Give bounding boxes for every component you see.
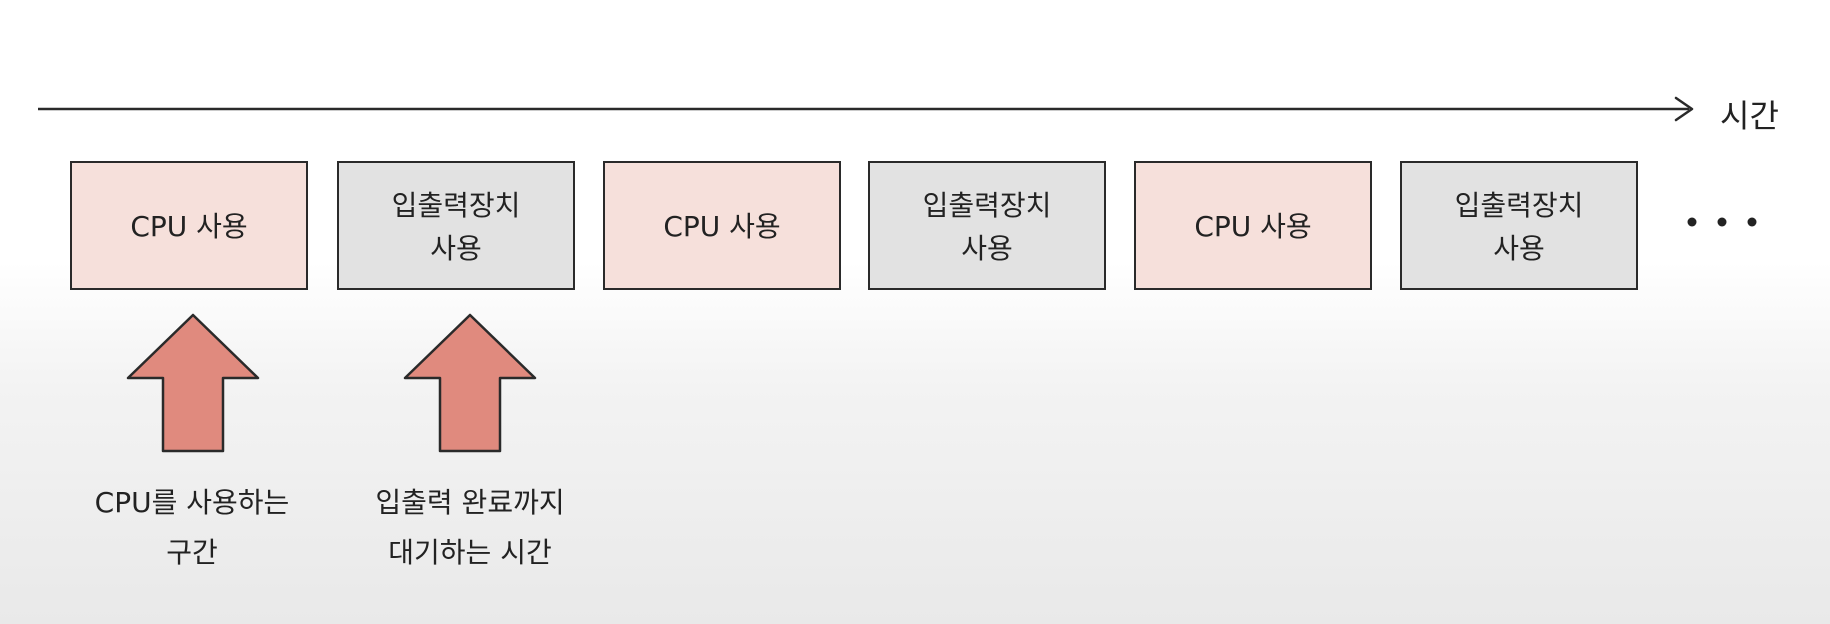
block-label: 입출력장치 사용 <box>922 188 1052 265</box>
io-usage-block: 입출력장치 사용 <box>1400 161 1638 290</box>
io-usage-block: 입출력장치 사용 <box>337 161 575 290</box>
block-label: CPU 사용 <box>130 210 248 243</box>
timeline-axis <box>38 96 1694 122</box>
io-usage-block: 입출력장치 사용 <box>868 161 1106 290</box>
up-arrow-icon <box>403 313 537 453</box>
block-label: CPU 사용 <box>663 210 781 243</box>
cpu-usage-block: CPU 사용 <box>70 161 308 290</box>
cpu-usage-block: CPU 사용 <box>1134 161 1372 290</box>
ellipsis-icon <box>1687 217 1757 227</box>
timeline-arrowhead <box>1674 96 1694 122</box>
block-label: CPU 사용 <box>1194 210 1312 243</box>
block-label: 입출력장치 사용 <box>1454 188 1584 265</box>
io-wait-caption: 입출력 완료까지 대기하는 시간 <box>375 486 565 569</box>
up-arrow-icon <box>126 313 260 453</box>
cpu-usage-block: CPU 사용 <box>603 161 841 290</box>
block-label: 입출력장치 사용 <box>391 188 521 265</box>
time-axis-label: 시간 <box>1720 97 1779 135</box>
cpu-usage-caption: CPU를 사용하는 구간 <box>94 486 290 569</box>
